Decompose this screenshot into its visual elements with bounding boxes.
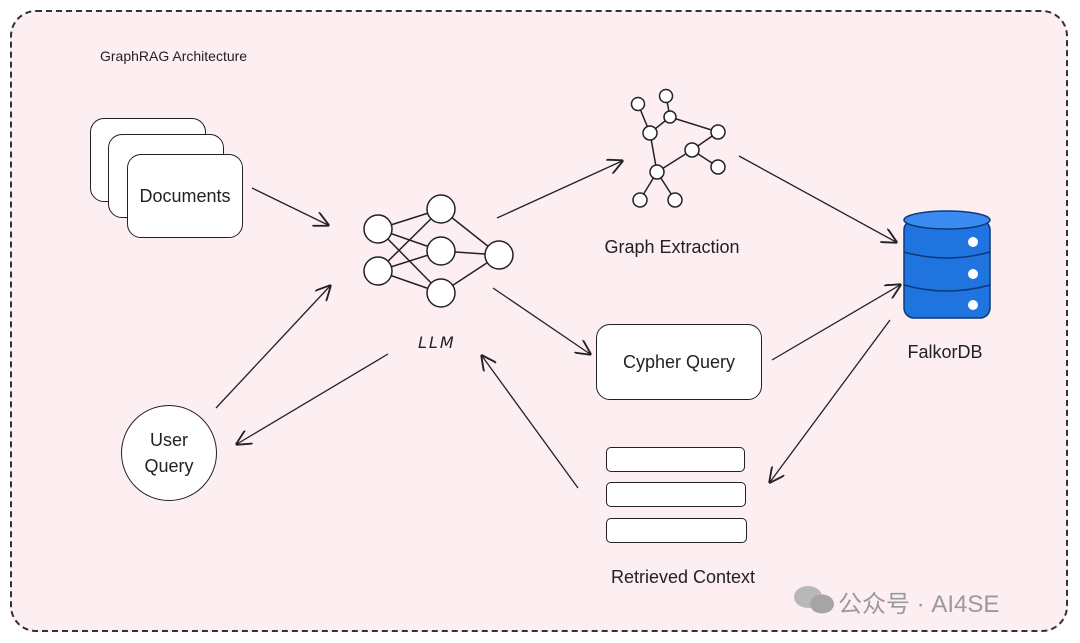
arrow-documents-to-llm (251, 187, 328, 225)
retrieved-context-label: Retrieved Context (610, 567, 756, 587)
arrow-db-to-context (770, 319, 891, 482)
arrow-context-to-llm (482, 356, 579, 489)
arrow-llm-to-cypher (492, 287, 590, 354)
arrow-graph-to-db (738, 155, 896, 242)
watermark-text: 公众号 · AI4SE (838, 591, 1000, 618)
arrow-llm-to-graph (496, 161, 622, 219)
context-record-2 (606, 482, 746, 507)
llm-label: LLM (418, 333, 456, 352)
falkordb-label: FalkorDB (907, 342, 983, 362)
database-icon (903, 210, 991, 319)
documents-label: Documents (139, 185, 231, 206)
context-record-1 (606, 447, 745, 472)
user-query-label-line2: Query (144, 456, 194, 476)
cypher-query-node: Cypher Query (596, 324, 762, 400)
watermark-spacer (792, 587, 830, 617)
watermark: 公众号 · AI4SE (792, 584, 999, 619)
graph-extraction-label: Graph Extraction (604, 237, 740, 257)
diagram-title: GraphRAG Architecture (100, 48, 248, 64)
llm-network-icon (363, 194, 514, 308)
cypher-query-label: Cypher Query (622, 351, 736, 372)
user-query-node: User Query (121, 405, 217, 501)
arrow-cypher-to-db (771, 285, 900, 361)
documents-node: Documents (127, 154, 243, 238)
context-record-3 (606, 518, 747, 543)
diagram-frame (10, 10, 1068, 632)
arrow-user-to-llm (215, 286, 330, 409)
arrow-llm-to-user (237, 353, 389, 444)
user-query-label-line1: User (149, 430, 188, 450)
wechat-icon (794, 586, 834, 614)
arrows (215, 155, 900, 489)
graph-icon (630, 88, 726, 208)
